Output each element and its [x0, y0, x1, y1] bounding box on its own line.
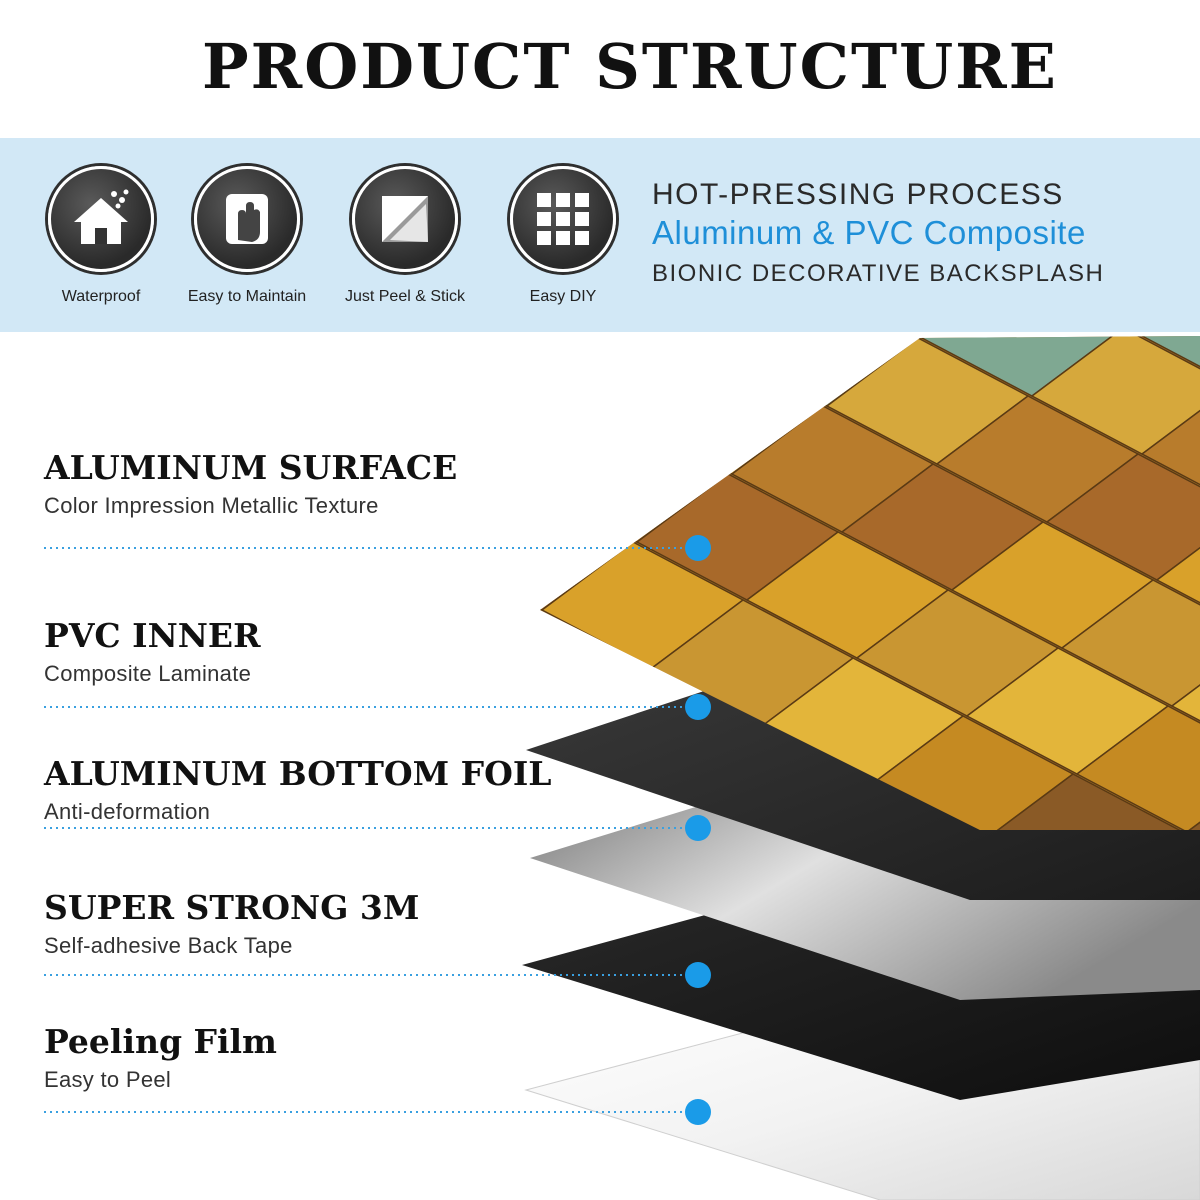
surface-tile [1140, 385, 1200, 513]
surface-tile [1017, 202, 1200, 328]
layer-marker [685, 535, 711, 561]
surface-tile [920, 336, 1125, 397]
layer-marker [685, 962, 711, 988]
surface-tile [1060, 579, 1200, 707]
layer-subtitle: Easy to Peel [44, 1067, 172, 1092]
layer-bottom-foil: ALUMINUM BOTTOM FOIL Anti-deformation [44, 754, 551, 825]
process-line-1: HOT-PRESSING PROCESS [652, 178, 1064, 211]
layer-subtitle: Anti-deformation [44, 799, 211, 824]
layer-subtitle: Composite Laminate [44, 661, 252, 686]
tile-grid-icon [510, 166, 616, 272]
surface-tile [810, 336, 1015, 339]
layer-3m-tape: SUPER STRONG 3M Self-adhesive Back Tape [44, 888, 419, 959]
layer-pvc-inner: PVC INNER Composite Laminate [44, 616, 261, 687]
process-line-2: Aluminum & PVC Composite [652, 214, 1086, 251]
surface-tile [337, 552, 538, 678]
feature-easy-maintain: Easy to Maintain [172, 166, 322, 306]
hand-wipe-icon [194, 166, 300, 272]
layer-title: ALUMINUM SURFACE [44, 448, 458, 487]
surface-tile [980, 773, 1185, 830]
feature-label: Waterproof [61, 288, 141, 305]
layer-title: SUPER STRONG 3M [44, 888, 420, 927]
surface-tile [1112, 134, 1200, 260]
layer-title: PVC INNER [44, 616, 261, 655]
surface-tile [907, 144, 1108, 270]
layer-aluminum-surface: ALUMINUM SURFACE Color Impression Metall… [44, 448, 457, 519]
surface-tile [1075, 705, 1200, 830]
features-band: Waterproof Easy to Maintain Just Peel & … [0, 138, 1200, 332]
page-title: PRODUCT STRUCTURE [202, 30, 1058, 103]
layer-marker [685, 1099, 711, 1125]
layer-subtitle: Color Impression Metallic Texture [44, 493, 379, 518]
process-line-3: BIONIC DECORATIVE BACKSPLASH [652, 260, 1105, 287]
surface-tile [1097, 8, 1200, 134]
process-description: HOT-PRESSING PROCESS Aluminum & PVC Comp… [652, 178, 1104, 288]
feature-peel-stick: Just Peel & Stick [330, 166, 480, 306]
feature-label: Easy to Maintain [187, 288, 307, 305]
feature-easy-diy: Easy DIY [488, 166, 638, 306]
surface-tile [1002, 76, 1200, 202]
layer-peeling-film: Peeling Film Easy to Peel [44, 1022, 277, 1093]
layer-marker [685, 815, 711, 841]
layer-marker [685, 694, 711, 720]
feature-label: Easy DIY [529, 288, 597, 305]
layer-title: Peeling Film [44, 1022, 277, 1061]
layer-subtitle: Self-adhesive Back Tape [44, 933, 293, 958]
surface-tile [1045, 453, 1200, 581]
feature-label: Just Peel & Stick [344, 288, 466, 305]
surface-tile [1030, 336, 1200, 455]
peel-sheet-icon [352, 166, 458, 272]
layer-title: ALUMINUM BOTTOM FOIL [44, 754, 552, 793]
house-rain-icon [48, 166, 154, 272]
feature-waterproof: Waterproof [26, 166, 176, 306]
